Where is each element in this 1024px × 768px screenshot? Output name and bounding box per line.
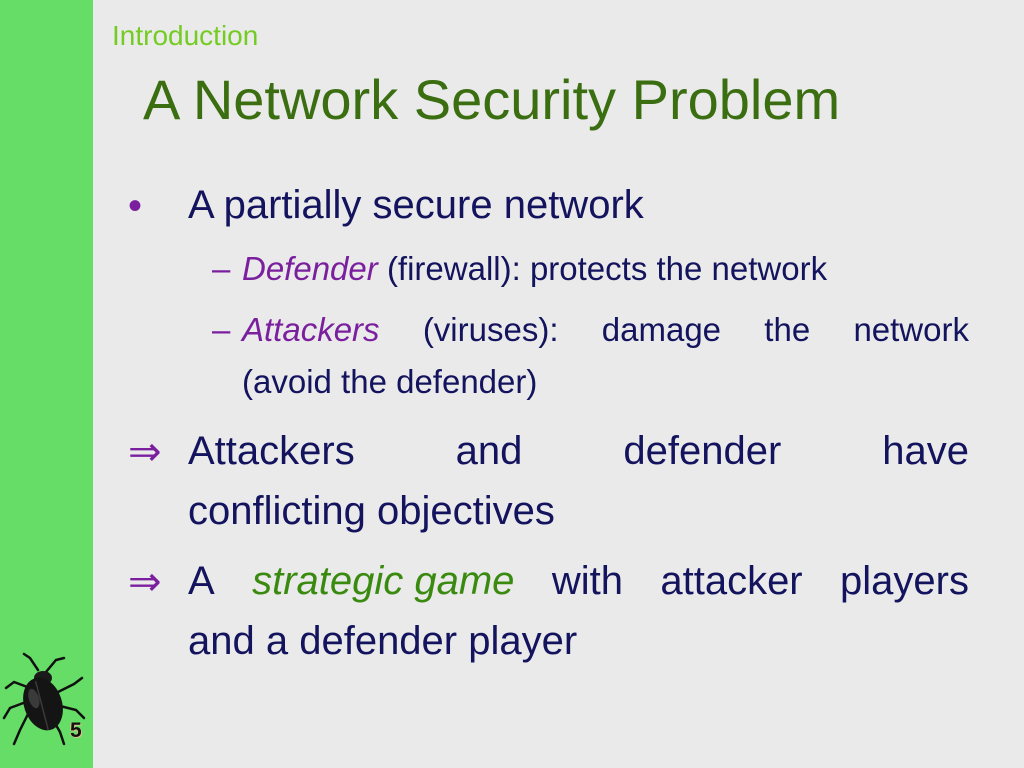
word: players xyxy=(840,559,969,603)
word: have xyxy=(882,429,969,473)
beetle-icon xyxy=(2,652,86,746)
slide-title: A Network Security Problem xyxy=(143,68,841,131)
bullet-marker: • xyxy=(128,184,143,228)
left-accent-bar xyxy=(0,0,93,768)
word: (viruses): xyxy=(422,311,559,348)
bullet-1-text: A partially secure network xyxy=(188,183,644,227)
word: attacker xyxy=(660,559,803,603)
word: with xyxy=(551,559,623,603)
bullet-2-line-2: conflicting objectives xyxy=(188,489,555,533)
sub-bullet-1-rest: (firewall): protects the network xyxy=(386,250,828,287)
word: network xyxy=(853,311,969,348)
word: and xyxy=(455,429,523,473)
word: the xyxy=(764,311,811,348)
word: A xyxy=(188,559,215,603)
sub-bullet-marker: – xyxy=(212,311,231,348)
word: damage xyxy=(601,311,722,348)
implies-arrow-icon: ⇒ xyxy=(128,560,162,604)
implies-arrow-icon: ⇒ xyxy=(128,430,162,474)
bullet-3-line-2: and a defender player xyxy=(188,619,578,663)
sub-bullet-2-line-2: (avoid the defender) xyxy=(242,363,538,400)
bullet-2-line-1: Attackers and defender have xyxy=(188,431,969,471)
sub-bullet-2-line-1: Attackers (viruses): damage the network xyxy=(242,313,969,346)
bullet-3-line-1: A strategic game with attacker players xyxy=(188,561,969,601)
page-number: 5 xyxy=(70,719,82,742)
strategic-game-term: strategic game xyxy=(252,559,515,603)
word: Attackers xyxy=(188,429,355,473)
sub-bullet-marker: – xyxy=(212,250,231,287)
sub-bullet-1-text: Defender (firewall): protects the networ… xyxy=(242,252,827,285)
attackers-term: Attackers xyxy=(242,311,380,348)
section-label: Introduction xyxy=(112,20,259,51)
defender-term: Defender xyxy=(242,250,378,287)
word: defender xyxy=(623,429,782,473)
